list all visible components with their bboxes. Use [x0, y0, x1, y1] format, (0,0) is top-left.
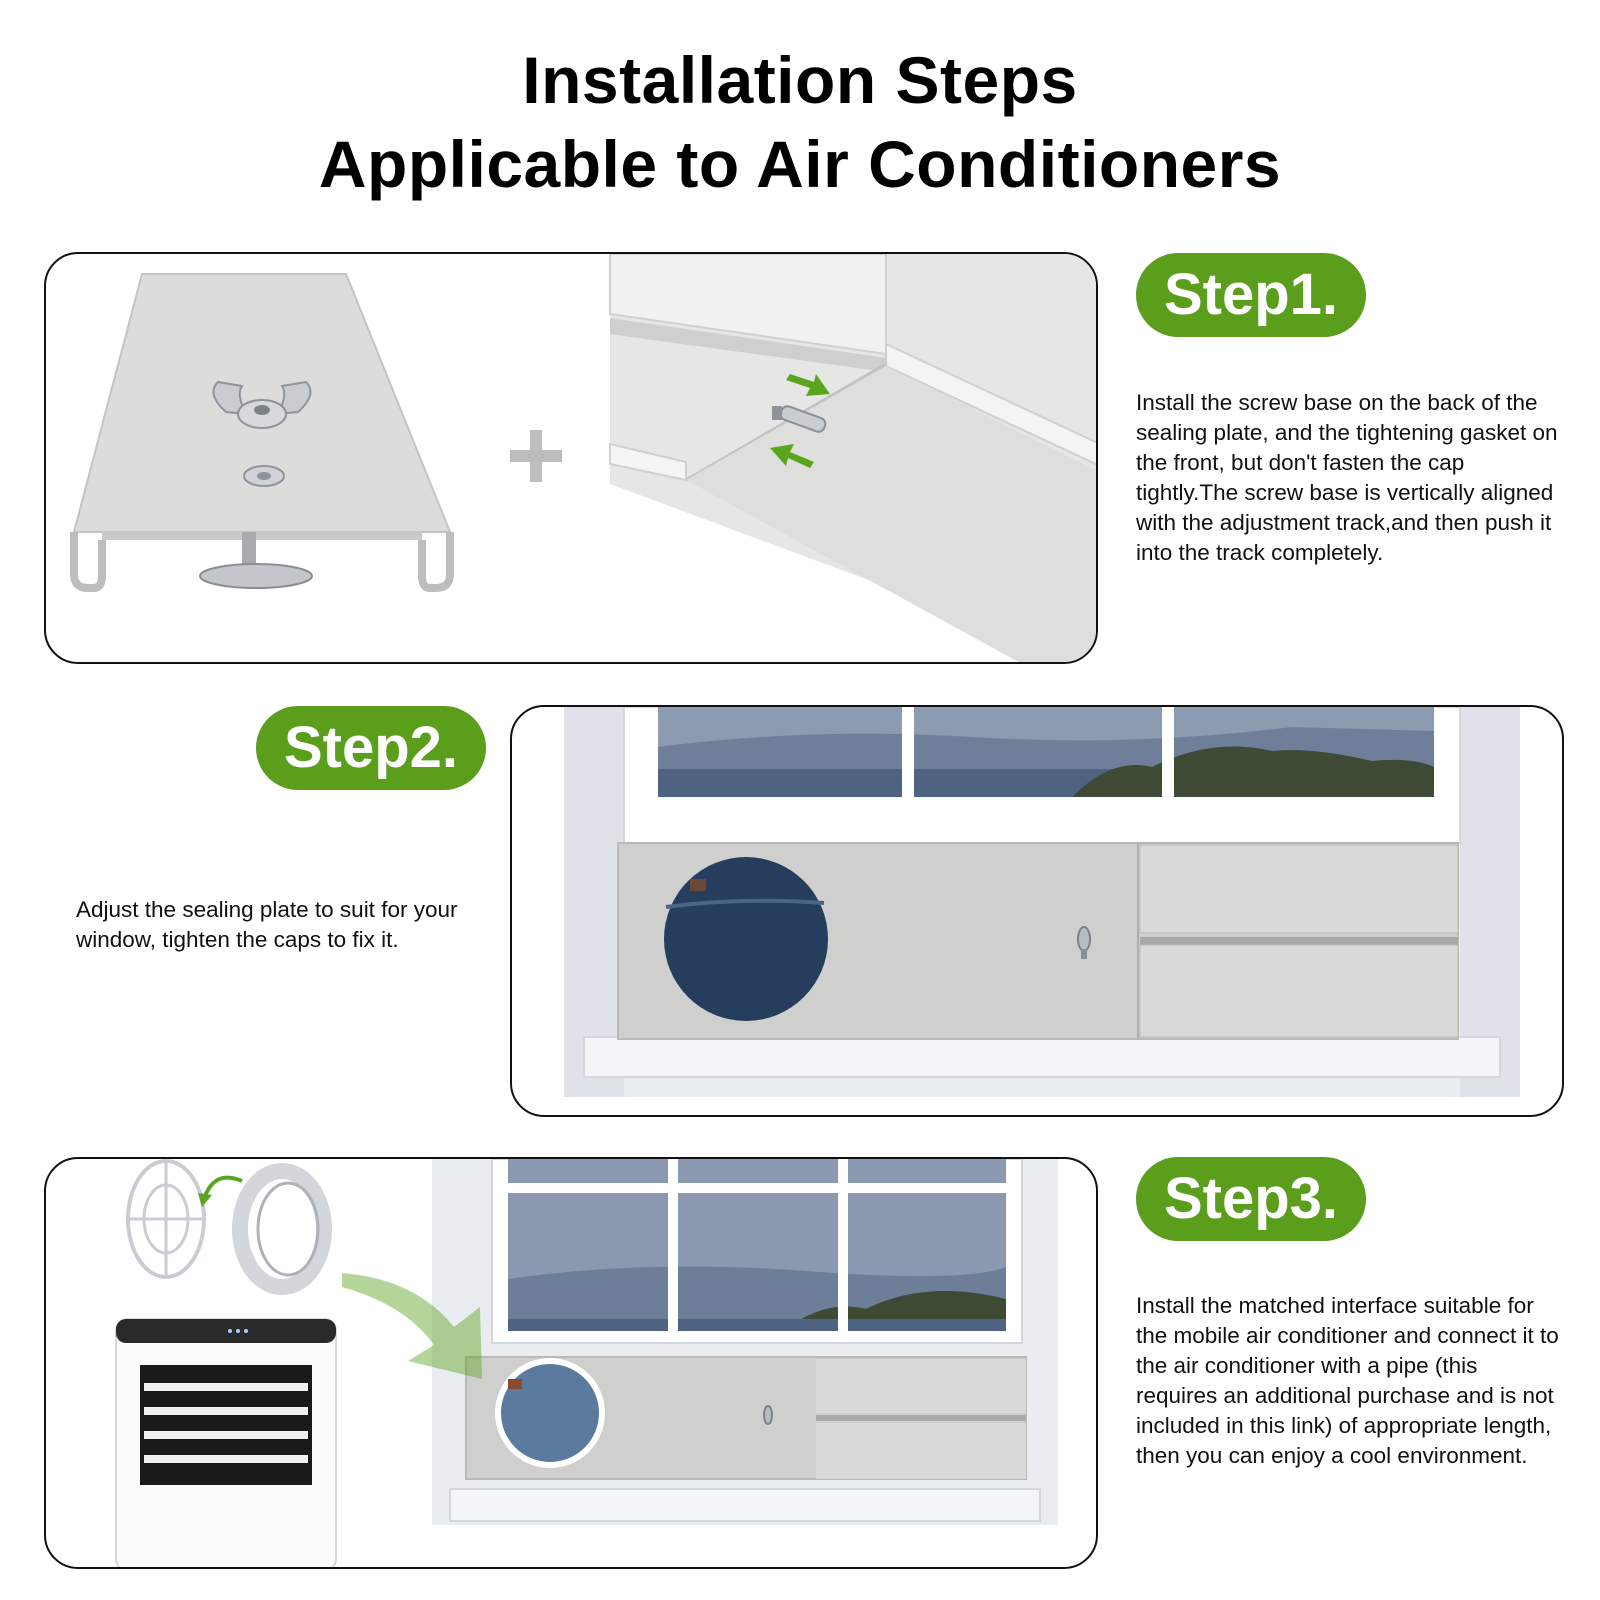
interface-ring-icon [232, 1163, 332, 1295]
grille-cap-icon [126, 1159, 206, 1279]
wing-nut-icon [212, 380, 312, 429]
step1-badge: Step1. [1136, 253, 1366, 337]
sealing-plate-icon [70, 273, 454, 592]
portable-air-conditioner-icon [115, 1318, 337, 1567]
screw-base-icon [199, 532, 313, 589]
step3-description: Install the matched interface suitable f… [1136, 1293, 1559, 1468]
page-title-line1: Installation Steps [522, 43, 1078, 117]
step1-description: Install the screw base on the back of th… [1136, 390, 1558, 565]
sea-landscape-icon [658, 707, 1434, 807]
exhaust-hole-icon [664, 857, 828, 1021]
step3-image-panel [44, 1157, 1098, 1569]
wing-nut-icon [1077, 926, 1091, 959]
step2-description: Adjust the sealing plate to suit for you… [76, 897, 458, 952]
adjustment-track-icon [609, 254, 1096, 662]
sealing-plate-icon [465, 1356, 1027, 1480]
page-title-line2: Applicable to Air Conditioners [318, 127, 1282, 201]
green-arrow-icon [342, 1273, 482, 1379]
step2-badge: Step2. [256, 706, 486, 790]
gasket-icon [243, 465, 285, 487]
plus-sign-icon [510, 430, 562, 482]
step1-image-panel [44, 252, 1098, 664]
step2-image-panel [510, 705, 1564, 1117]
rotate-arrow-icon [198, 1175, 243, 1207]
green-arrow-icon [770, 374, 830, 468]
step3-badge: Step3. [1136, 1157, 1366, 1241]
